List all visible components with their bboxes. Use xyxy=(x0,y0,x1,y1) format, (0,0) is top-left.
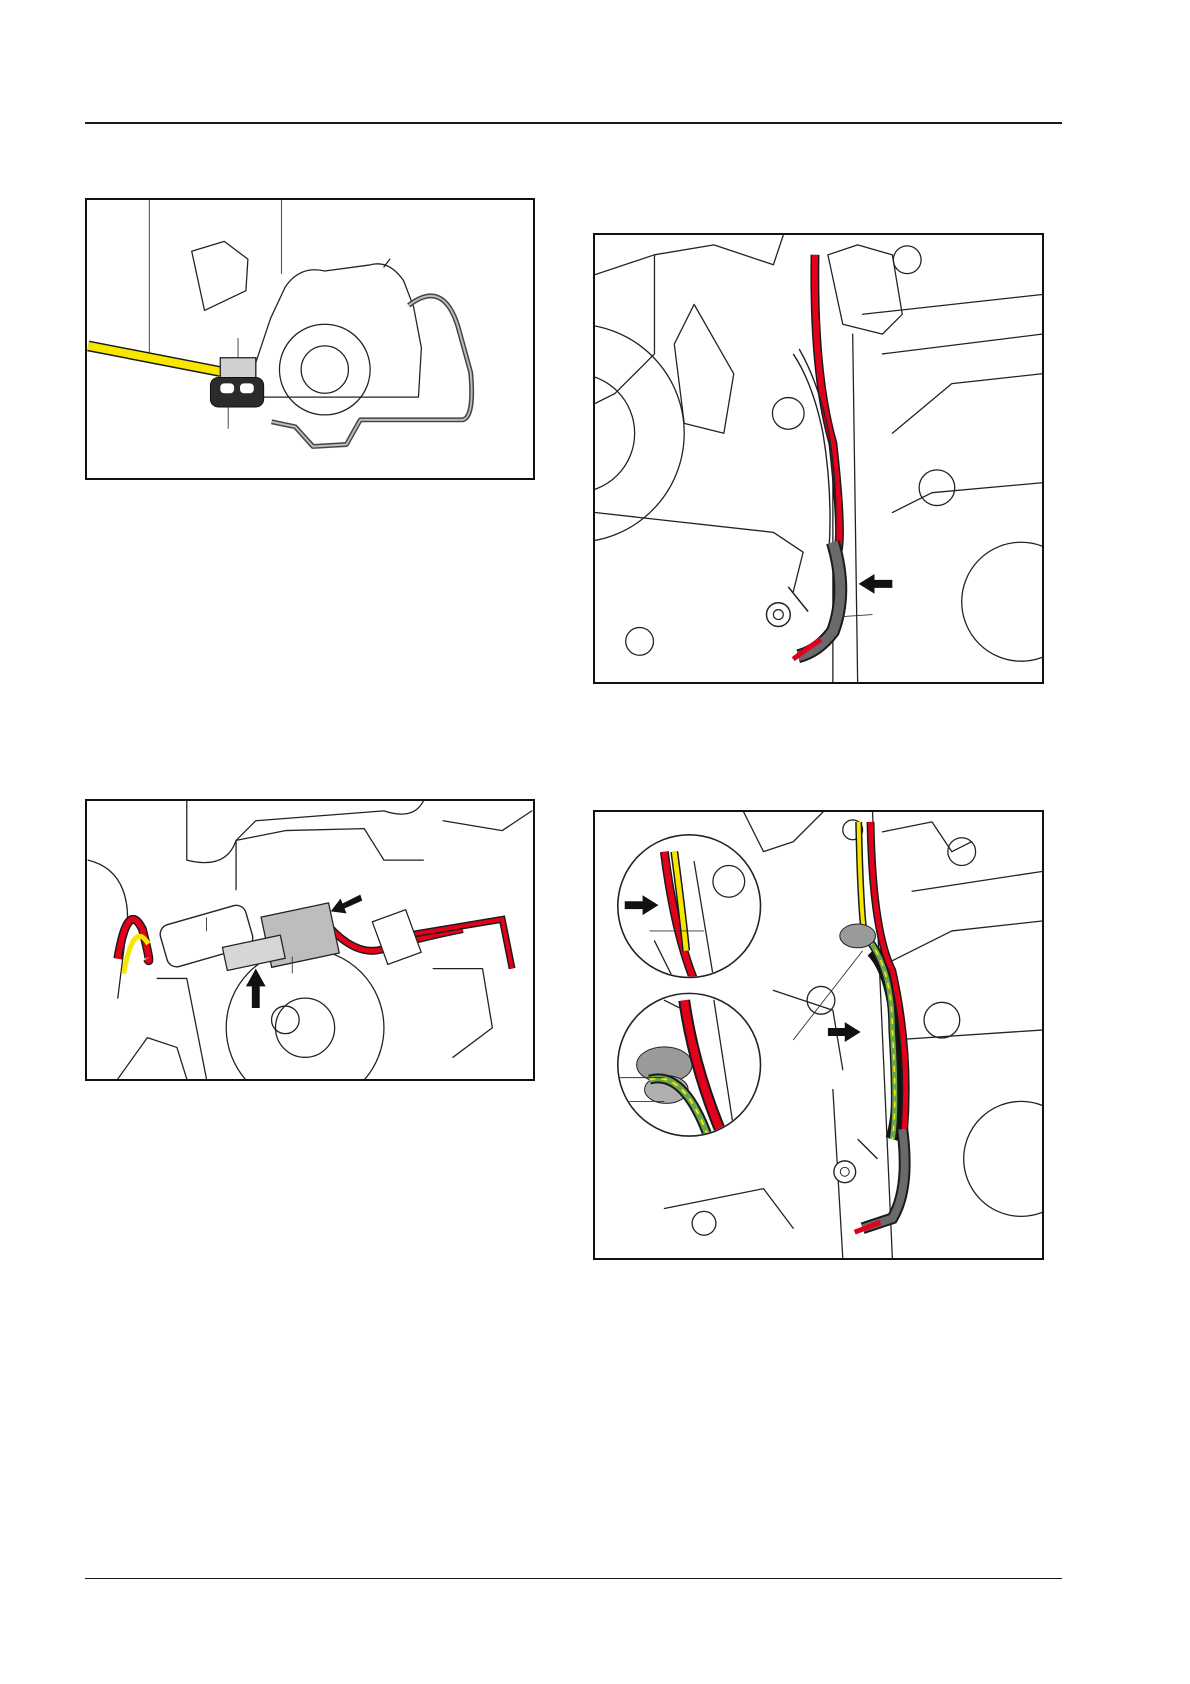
mounting-bracket xyxy=(192,241,248,310)
arrow-right-indicator xyxy=(828,1022,861,1042)
module-boss xyxy=(279,324,370,415)
figure-crankcase-routing xyxy=(593,233,1044,684)
module-bore xyxy=(301,346,348,393)
ignition-module-illustration xyxy=(87,200,533,478)
figure-grommet-routing xyxy=(593,810,1044,1260)
grommet xyxy=(840,924,876,948)
arrow-up-indicator xyxy=(246,969,266,1008)
arrow-indicator xyxy=(859,574,893,594)
flywheel-housing xyxy=(226,949,384,1079)
crankcase-routing-illustration xyxy=(595,235,1042,682)
detail-zoom-upper xyxy=(618,822,761,981)
figure-connector-assembly xyxy=(85,799,535,1081)
mating-connector xyxy=(372,910,421,965)
connector-assembly-illustration xyxy=(87,801,533,1079)
detail-zoom-lower xyxy=(618,993,761,1139)
footer-rule xyxy=(85,1578,1062,1579)
header-rule xyxy=(85,122,1062,124)
grommet-routing-illustration xyxy=(595,812,1042,1258)
ground-lead xyxy=(788,587,808,612)
wire-clip-body xyxy=(210,377,263,407)
figure-ignition-module-clip xyxy=(85,198,535,480)
arrow-left-indicator xyxy=(331,895,363,914)
